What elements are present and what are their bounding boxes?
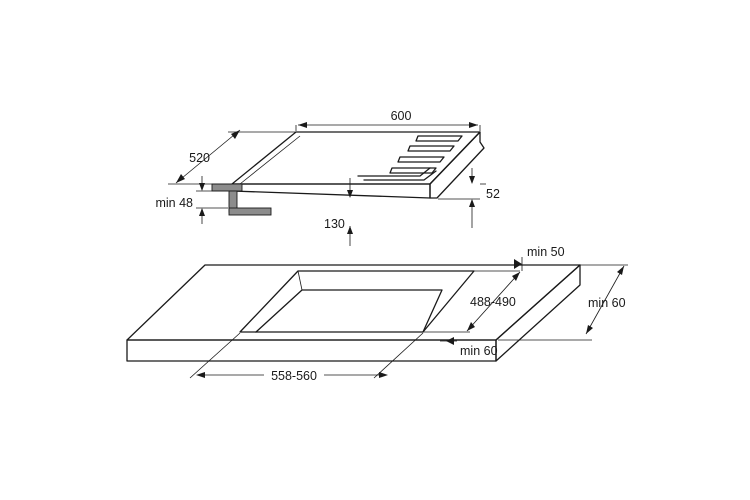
hob-width-label: 600 <box>391 109 412 123</box>
worktop-profile <box>211 183 272 216</box>
cutout-width-label: 558-560 <box>271 369 317 383</box>
dimension-min-50: min 50 <box>514 245 565 271</box>
worktop-drawing <box>126 264 581 362</box>
dimension-52: 52 <box>438 168 500 228</box>
hob-depth-label: 520 <box>189 151 210 165</box>
worktop-cutout <box>239 270 475 333</box>
worktop-depth-label: min 60 <box>588 296 626 310</box>
worktop-front-face <box>126 339 497 362</box>
dimension-600: 600 <box>295 108 481 131</box>
hob-front-face <box>231 183 431 199</box>
hob-right-face <box>429 131 485 199</box>
back-clearance-label: min 50 <box>527 245 565 259</box>
cutout-depth-label: 488-490 <box>470 295 516 309</box>
dimension-558-560: 558-560 <box>189 332 424 383</box>
dimension-130: 130 <box>324 178 353 246</box>
hob-protrusion-label: 130 <box>324 217 345 231</box>
dimension-520: 520 <box>168 129 296 185</box>
hob-drawing <box>231 131 485 199</box>
dimension-min-60-front: min 60 <box>440 337 498 358</box>
hob-control-panel <box>357 135 463 181</box>
hob-height-label: 52 <box>486 187 500 201</box>
dimension-488-490: 488-490 <box>423 270 521 333</box>
worktop-thickness-label: min 48 <box>155 196 193 210</box>
front-clearance-label: min 60 <box>460 344 498 358</box>
dimension-min-60-right: min 60 <box>498 264 628 341</box>
dimension-min-48: min 48 <box>155 176 228 224</box>
worktop-right-face <box>495 264 581 362</box>
hob-top-inner-edge <box>239 135 301 185</box>
